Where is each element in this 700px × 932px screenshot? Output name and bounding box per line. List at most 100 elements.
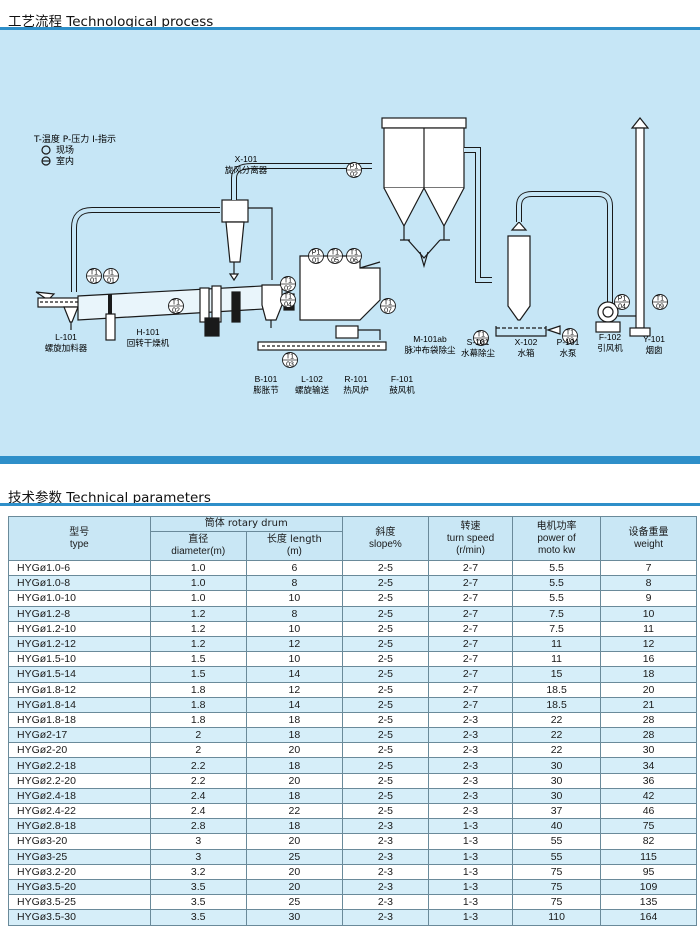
svg-text:回转干燥机: 回转干燥机 <box>127 338 170 348</box>
table-cell: 9 <box>600 590 697 607</box>
table-cell: 30 <box>512 787 602 805</box>
header-model: 型号 type <box>8 516 151 561</box>
table-cell: 46 <box>600 802 697 820</box>
table-cell: 2-7 <box>427 696 514 713</box>
table-cell: 25 <box>245 848 343 865</box>
process-section-title: 工艺流程 Technological process <box>8 14 214 30</box>
svg-text:T1: T1 <box>284 294 292 301</box>
svg-text:烟囱: 烟囱 <box>645 345 662 355</box>
table-cell: 1.5 <box>149 666 247 683</box>
table-cell: 42 <box>600 787 697 805</box>
svg-text:02: 02 <box>350 172 358 179</box>
table-cell: 20 <box>245 863 343 880</box>
table-cell: 1-3 <box>427 848 514 865</box>
table-cell: HYGø3.5-25 <box>8 894 151 911</box>
table-cell: 20 <box>245 772 343 789</box>
table-cell: 2-5 <box>341 742 429 759</box>
table-cell: 2-3 <box>341 848 429 865</box>
table-cell: 8 <box>245 575 343 592</box>
table-cell: HYGø2.4-18 <box>8 787 151 805</box>
table-cell: 30 <box>600 742 697 759</box>
table-cell: 2-7 <box>427 635 514 653</box>
table-cell: 30 <box>245 909 343 926</box>
table-cell: 2-5 <box>341 711 429 729</box>
table-cell: HYGø2.2-18 <box>8 757 151 774</box>
header-power: 电机功率 power of moto kw <box>512 516 602 561</box>
table-cell: 2-5 <box>341 772 429 789</box>
svg-text:01: 01 <box>312 258 320 265</box>
table-cell: 10 <box>245 651 343 668</box>
svg-text:T1: T1 <box>384 300 392 307</box>
table-cell: HYGø2-20 <box>8 742 151 759</box>
table-cell: 14 <box>245 666 343 683</box>
header-drum: 筒体 rotary drum <box>149 516 343 532</box>
table-cell: 11 <box>512 651 602 668</box>
table-cell: 18 <box>245 787 343 805</box>
table-cell: 115 <box>600 848 697 865</box>
svg-text:T1: T1 <box>656 296 664 303</box>
table-cell: HYGø3-25 <box>8 848 151 865</box>
svg-text:05: 05 <box>331 258 339 265</box>
table-cell: 11 <box>512 635 602 653</box>
technical-parameters-table: 型号 type 筒体 rotary drum 斜度 slope% 转速 turn… <box>8 516 697 926</box>
table-cell: 15 <box>512 666 602 683</box>
header-speed: 转速 turn speed (r/min) <box>427 516 514 561</box>
table-cell: 2-5 <box>341 696 429 713</box>
svg-text:09: 09 <box>656 304 664 311</box>
water-tank <box>495 326 547 337</box>
svg-text:T1: T1 <box>566 330 574 337</box>
params-section-title: 技术参数 Technical parameters <box>8 490 211 506</box>
table-cell: 21 <box>600 696 697 713</box>
table-cell: 12 <box>245 681 343 698</box>
table-cell: HYGø1.0-10 <box>8 590 151 607</box>
table-cell: 10 <box>245 620 343 637</box>
table-cell: 40 <box>512 818 602 835</box>
table-cell: HYGø1.0-8 <box>8 575 151 592</box>
svg-text:T1: T1 <box>331 250 339 257</box>
table-cell: 110 <box>512 909 602 926</box>
table-cell: 18 <box>245 727 343 744</box>
table-cell: 30 <box>512 772 602 789</box>
table-cell: 2-5 <box>341 605 429 622</box>
svg-text:P-101: P-101 <box>557 337 580 347</box>
table-cell: 7 <box>600 559 697 577</box>
table-cell: 18 <box>600 666 697 683</box>
table-cell: 2.8 <box>149 818 247 835</box>
table-cell: 12 <box>245 635 343 653</box>
table-cell: 2-3 <box>341 818 429 835</box>
table-cell: 2-7 <box>427 666 514 683</box>
table-cell: 10 <box>245 590 343 607</box>
drum-outlet-hood <box>261 284 283 321</box>
table-cell: 1-3 <box>427 909 514 926</box>
process-flow-diagram: T-温度 P-压力 I-指示 现场 室内 T101I101P102P101T10… <box>33 117 668 395</box>
svg-text:P1: P1 <box>312 250 321 257</box>
table-cell: 1-3 <box>427 878 514 896</box>
table-cell: 2-7 <box>427 681 514 698</box>
table-cell: 22 <box>512 727 602 744</box>
svg-text:T1: T1 <box>286 354 294 361</box>
table-cell: 11 <box>600 620 697 637</box>
chimney <box>635 127 645 329</box>
table-cell: HYGø1.2-8 <box>8 605 151 622</box>
table-cell: 18 <box>245 711 343 729</box>
header-length: 长度 length (m) <box>245 531 343 561</box>
table-cell: 2-3 <box>427 802 514 820</box>
table-cell: 2-5 <box>341 727 429 744</box>
table-cell: 3.2 <box>149 863 247 880</box>
svg-text:04: 04 <box>284 302 292 309</box>
svg-text:08: 08 <box>477 340 485 347</box>
